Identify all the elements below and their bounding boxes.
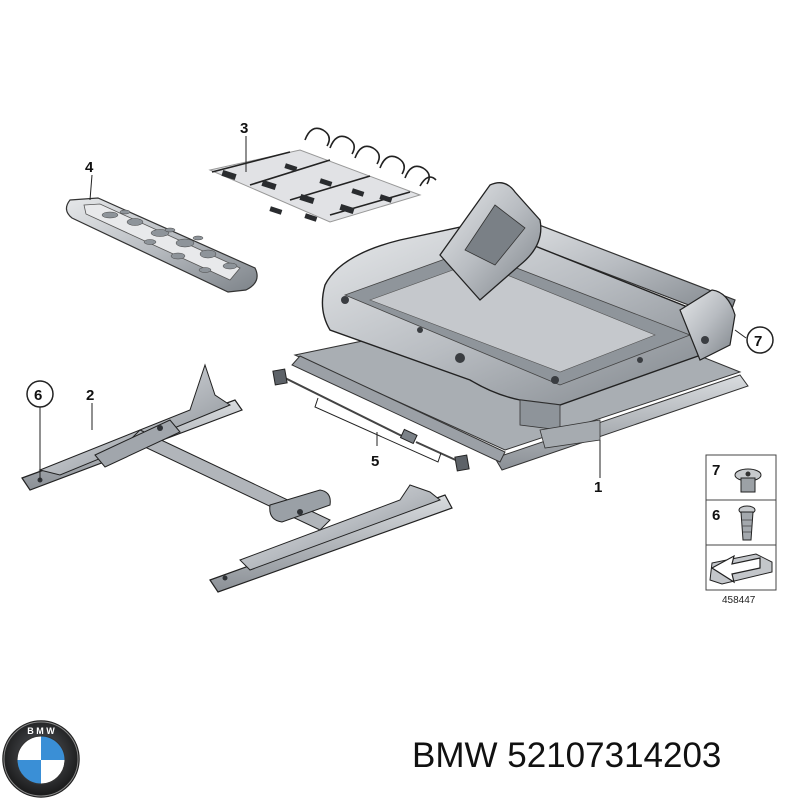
callout-5: 5 [371, 453, 379, 470]
bolt-icon [738, 505, 756, 541]
torx-screw-icon [734, 468, 762, 493]
fastener-legend: 7 6 458447 [705, 454, 777, 606]
part-2-seat-rails[interactable] [21, 363, 453, 593]
legend-label-7: 7 [712, 462, 720, 479]
callout-3: 3 [240, 120, 248, 137]
callout-6-circle [26, 380, 54, 408]
direction-arrow-icon [709, 553, 773, 585]
leader-lines [39, 136, 747, 480]
callout-6: 6 [34, 387, 42, 404]
footer-part-label: BMW 52107314203 [412, 736, 792, 776]
part-3-spring-clips[interactable] [208, 127, 437, 223]
callouts: 3 4 2 6 5 1 7 [26, 120, 774, 496]
legend-label-6: 6 [712, 507, 720, 524]
bmw-roundel-icon: B M W [2, 720, 80, 798]
svg-text:B M W: B M W [27, 726, 55, 736]
diagram-number: 458447 [722, 595, 756, 606]
part-4-seat-mat[interactable] [65, 197, 258, 293]
callout-7-circle [746, 326, 774, 354]
callout-7: 7 [754, 333, 762, 350]
part-number: 52107314203 [507, 736, 722, 775]
callout-2: 2 [86, 387, 94, 404]
brand-name: BMW [412, 736, 498, 775]
callout-1: 1 [594, 479, 602, 496]
part-1-seat-frame[interactable] [291, 182, 749, 471]
callout-4: 4 [85, 159, 94, 176]
